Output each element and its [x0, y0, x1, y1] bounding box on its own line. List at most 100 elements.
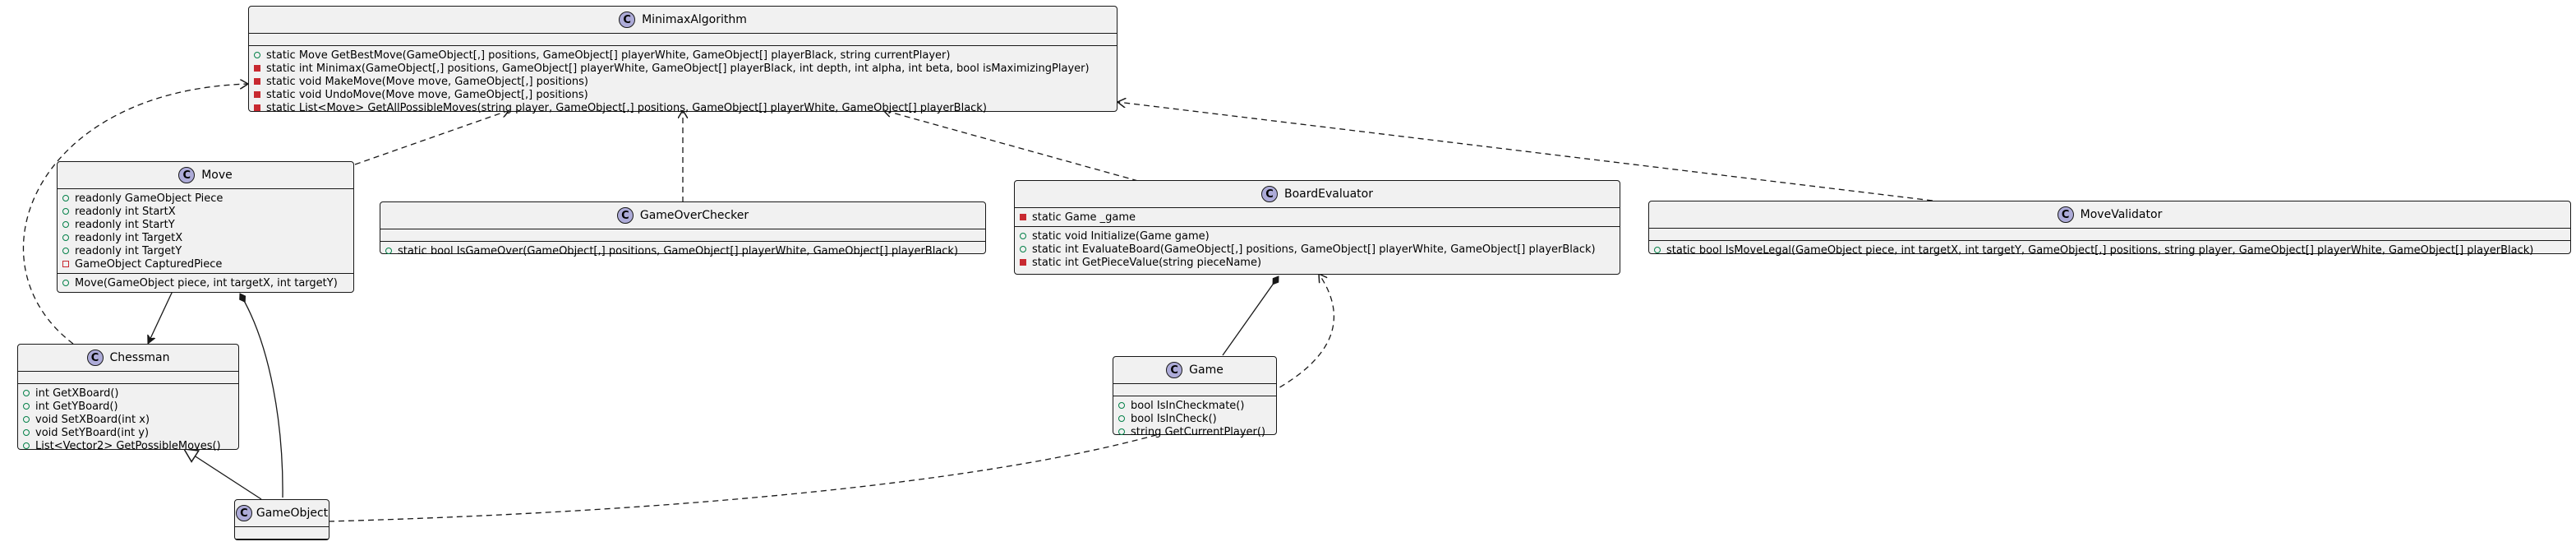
field-text: readonly int StartY: [75, 218, 175, 231]
fields-section: [249, 34, 1117, 46]
private-marker-icon: [254, 104, 260, 111]
method-text: List<Vector2> GetPossibleMoves(): [35, 439, 221, 452]
public-marker-icon: [1020, 246, 1026, 252]
private-marker-icon: [254, 91, 260, 98]
edge-movevalidator-minimax: [1117, 102, 1933, 201]
field-item: GameObject CapturedPiece: [62, 257, 348, 271]
method-item: static int GetPieceValue(string pieceNam…: [1020, 256, 1615, 269]
method-item: Move(GameObject piece, int targetX, int …: [62, 276, 348, 289]
method-text: static Move GetBestMove(GameObject[,] po…: [266, 49, 951, 62]
class-c-icon: C: [86, 350, 104, 366]
class-movevalidator: C MoveValidator static bool IsMoveLegal(…: [1648, 201, 2571, 257]
public-marker-icon: [62, 195, 69, 201]
class-name: GameOverChecker: [639, 209, 749, 222]
class-header: C GameObject: [235, 500, 329, 527]
class-gameoverchecker: C GameOverChecker static bool IsGameOver…: [380, 201, 986, 257]
public-marker-icon: [254, 52, 260, 58]
class-game: C Game bool IsInCheckmate() bool IsInChe…: [1113, 356, 1277, 438]
method-text: static int GetPieceValue(string pieceNam…: [1032, 256, 1262, 269]
edge-move-gameobject: [239, 293, 283, 498]
public-marker-icon: [23, 442, 30, 449]
field-item: readonly int TargetY: [62, 244, 348, 257]
method-item: static int Minimax(GameObject[,] positio…: [254, 62, 1112, 75]
class-name: MoveValidator: [2080, 208, 2163, 221]
public-marker-icon: [62, 208, 69, 215]
public-marker-icon: [62, 234, 69, 241]
method-item: int GetXBoard(): [23, 387, 233, 400]
public-marker-icon: [1118, 428, 1125, 435]
private-marker-icon: [254, 78, 260, 85]
public-marker-icon: [1118, 402, 1125, 409]
class-name: Game: [1189, 363, 1223, 377]
class-c-icon: C: [1260, 186, 1278, 202]
methods-section: [235, 539, 329, 551]
edge-boardevaluator-game: [1222, 276, 1279, 356]
method-text: static bool IsGameOver(GameObject[,] pos…: [398, 244, 959, 257]
class-header: C MoveValidator: [1649, 201, 2570, 229]
field-item: readonly int TargetX: [62, 231, 348, 244]
field-text: readonly int TargetX: [75, 231, 183, 244]
method-text: void SetXBoard(int x): [35, 413, 150, 426]
fields-section: [18, 372, 238, 384]
field-text: readonly int TargetY: [75, 244, 182, 257]
fields-section: [235, 527, 329, 539]
class-c-icon: C: [619, 12, 636, 28]
methods-section: static Move GetBestMove(GameObject[,] po…: [249, 46, 1117, 117]
class-c-icon: C: [1166, 362, 1183, 378]
class-name: Move: [201, 169, 233, 182]
field-item: readonly int StartY: [62, 218, 348, 231]
class-name: MinimaxAlgorithm: [642, 13, 747, 26]
class-header: C BoardEvaluator: [1015, 181, 1620, 208]
public-marker-icon: [23, 416, 30, 423]
fields-section: static Game _game: [1015, 208, 1620, 227]
method-text: static void UndoMove(Move move, GameObje…: [266, 88, 588, 101]
public-marker-icon: [23, 403, 30, 410]
method-text: static List<Move> GetAllPossibleMoves(st…: [266, 101, 987, 114]
method-item: string GetCurrentPlayer(): [1118, 425, 1271, 438]
field-item: readonly int StartX: [62, 205, 348, 218]
method-text: string GetCurrentPlayer(): [1131, 425, 1266, 438]
method-text: static int Minimax(GameObject[,] positio…: [266, 62, 1090, 75]
class-name: BoardEvaluator: [1283, 188, 1373, 201]
fields-section: readonly GameObject Piece readonly int S…: [58, 189, 353, 274]
method-item: static bool IsMoveLegal(GameObject piece…: [1654, 243, 2565, 257]
public-marker-icon: [23, 390, 30, 396]
edge-gameobject-chessman: [182, 448, 262, 500]
private-marker-icon: [62, 261, 69, 267]
public-marker-icon: [62, 248, 69, 254]
fields-section: [380, 229, 985, 242]
field-text: static Game _game: [1032, 211, 1136, 224]
methods-section: static void Initialize(Game game) static…: [1015, 227, 1620, 271]
method-item: bool IsInCheck(): [1118, 412, 1271, 425]
public-marker-icon: [1020, 233, 1026, 239]
public-marker-icon: [62, 280, 69, 286]
private-marker-icon: [1020, 214, 1026, 220]
method-text: bool IsInCheck(): [1131, 412, 1217, 425]
field-text: GameObject CapturedPiece: [75, 257, 223, 271]
class-c-icon: C: [616, 207, 634, 224]
public-marker-icon: [1118, 415, 1125, 422]
field-text: readonly int StartX: [75, 205, 176, 218]
method-text: int GetYBoard(): [35, 400, 118, 413]
public-marker-icon: [1654, 247, 1661, 253]
method-item: static Move GetBestMove(GameObject[,] po…: [254, 49, 1112, 62]
method-item: static int EvaluateBoard(GameObject[,] p…: [1020, 243, 1615, 256]
class-name: Chessman: [109, 351, 170, 364]
class-c-icon: C: [235, 505, 252, 521]
fields-section: [1649, 229, 2570, 241]
class-move: C Move readonly GameObject Piece readonl…: [57, 161, 354, 293]
method-item: bool IsInCheckmate(): [1118, 399, 1271, 412]
class-header: C MinimaxAlgorithm: [249, 7, 1117, 34]
field-item: static Game _game: [1020, 211, 1615, 224]
method-text: int GetXBoard(): [35, 387, 119, 400]
methods-section: static bool IsMoveLegal(GameObject piece…: [1649, 241, 2570, 259]
private-marker-icon: [254, 65, 260, 72]
method-text: static void MakeMove(Move move, GameObje…: [266, 75, 588, 88]
methods-section: bool IsInCheckmate() bool IsInCheck() st…: [1113, 396, 1276, 441]
class-chessman: C Chessman int GetXBoard() int GetYBoard…: [17, 344, 239, 452]
class-header: C Game: [1113, 357, 1276, 384]
edge-gameobject-boardevaluator: [328, 274, 1334, 522]
public-marker-icon: [385, 248, 392, 254]
class-header: C Move: [58, 162, 353, 189]
